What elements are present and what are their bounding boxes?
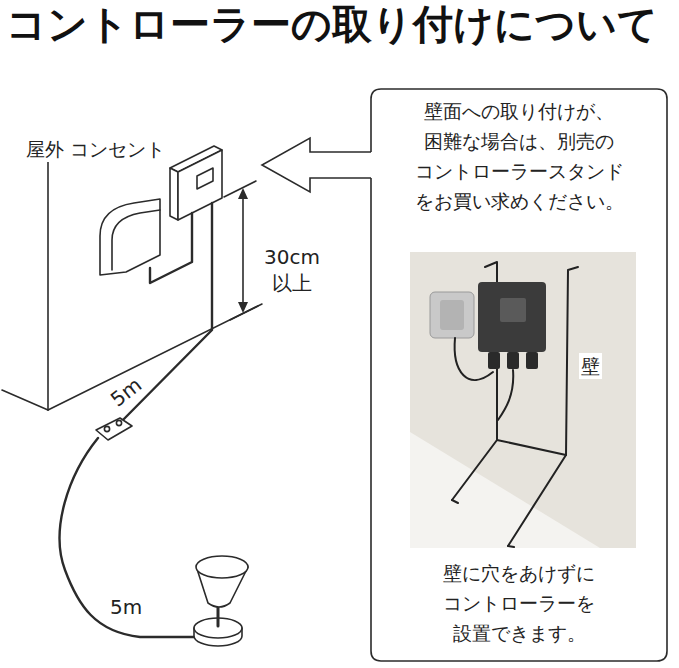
outlet-label: 屋外 コンセント [22,136,169,162]
photo-cable-gland [488,352,500,369]
photo-outlet-cover [440,300,464,330]
outlet-cover-edge [112,210,160,270]
callout-border [371,89,667,661]
photo-cable-gland [526,352,538,369]
photo-cable-gland [507,352,519,369]
dimension-arrowhead [238,302,248,313]
stand-rod [497,440,566,455]
cable-length-label: 5m [104,371,149,414]
dimension-line [242,196,244,306]
photo-cord [498,370,513,420]
wall-label: 壁 [579,353,602,379]
wall-base-line [2,390,48,410]
callout-text: 壁面への取り付けが、 困難な場合は、別売の コントローラースタンド をお買い求め… [410,96,629,216]
photo-controller-window [500,298,526,322]
pointer-arrow-fill [262,138,371,192]
spotlight-stem [217,606,220,626]
wall-base-line [48,304,262,410]
cable-connector [96,418,132,440]
title: コントローラーの取り付けについて [6,0,658,48]
connector-screw [116,420,121,425]
wall-corner-line [47,142,49,410]
stand-foot [452,500,458,503]
controller-front [178,150,222,220]
photo-controller [478,282,546,352]
cable [60,438,196,637]
pointer-arrow [262,138,371,192]
cable-length-label: 5m [108,594,144,620]
controller-window [197,168,213,189]
callout-text: 壁に穴をあけずに コントローラーを 設置できます。 [434,558,605,648]
dimension-arrowhead [238,188,248,199]
photo-wall [410,252,636,548]
spotlight-lens [196,556,248,578]
dimension-label: 30cm 以上 [256,244,328,296]
controller-side [170,168,178,220]
stand-foot [508,546,514,547]
photo-floor [410,432,600,548]
connector-screw [104,426,109,431]
power-cord [150,213,192,283]
outlet-cover [100,199,160,275]
callout-box: 壁面への取り付けが、 困難な場合は、別売の コントローラースタンド をお買い求め… [370,88,668,662]
photo-outlet [430,292,474,338]
